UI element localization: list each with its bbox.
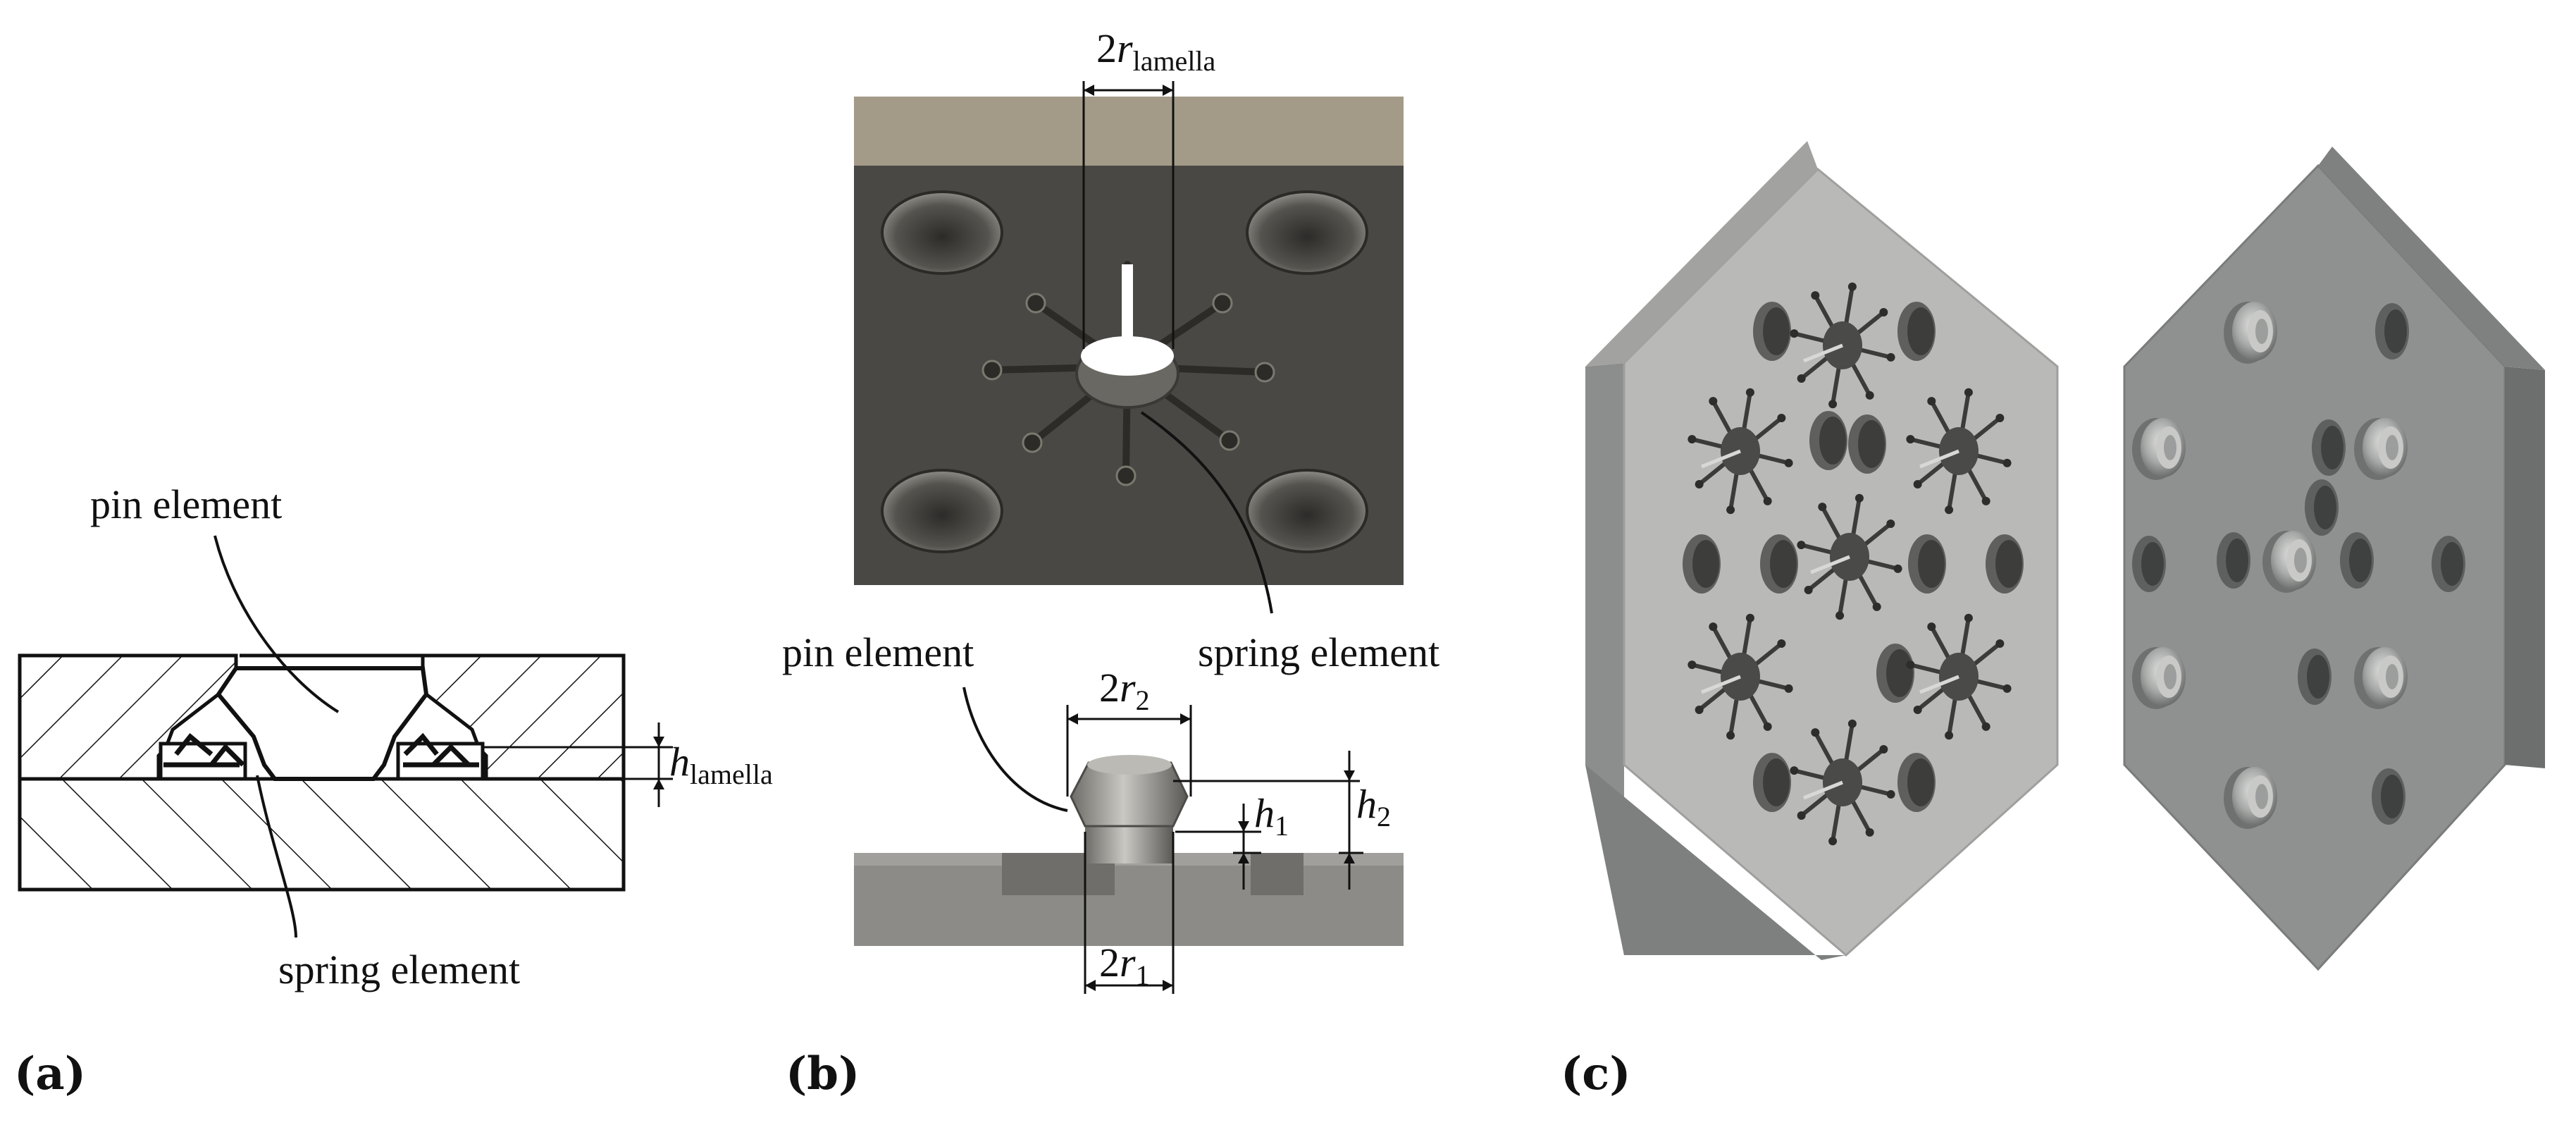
plate-hole-inner [2141, 542, 2164, 586]
r2-arrow-left [1067, 713, 1078, 725]
plate-hole-inner [2314, 486, 2336, 529]
r1-arrow-left [1085, 980, 1096, 991]
center-hole-opening [1081, 336, 1174, 376]
h2-label: h2 [1356, 781, 1391, 832]
plate-hole-inner [1763, 307, 1790, 355]
spring-element-render [1797, 493, 1902, 620]
pin-element-render [2262, 531, 2316, 593]
pin-element-render [2354, 647, 2408, 709]
r2-arrow-right [1180, 713, 1191, 725]
plate-hole-inner [2226, 539, 2248, 582]
plate-hole-inner [1918, 540, 1945, 588]
r2-label: 2r2 [1099, 665, 1150, 716]
spring-leader-line-b [1140, 411, 1273, 614]
hex-plate-left-bottom [1585, 765, 1846, 960]
spring-element-left [163, 733, 245, 768]
h1-label: h1 [1254, 790, 1289, 842]
plate-hole-inner [1907, 307, 1934, 355]
spring-element-render [1790, 719, 1895, 846]
r-lamella-label: 2rlamella [1096, 25, 1216, 77]
panel-c-renders: (c) [1561, 141, 2545, 1100]
pin-element-render [2224, 302, 2277, 364]
h-lamella-subscript: lamella [690, 758, 773, 790]
plate-hole-inner [1858, 420, 1885, 468]
pin-element-render [2132, 418, 2186, 480]
pin-leader-line [213, 535, 340, 713]
spring-leader-line [256, 775, 297, 938]
panel-a-caption: (a) [14, 1047, 86, 1100]
r-lamella-arrow-left [1084, 85, 1094, 96]
plate-hole-inner [2384, 309, 2407, 353]
hex-plate-right-side [2505, 367, 2545, 768]
plate-hole-inner [1995, 540, 2022, 588]
spring-element-render [1906, 388, 2012, 515]
plate-hole-inner [2441, 542, 2463, 586]
base-plate-side [854, 853, 1404, 946]
h-lamella-arrow-up [653, 779, 664, 789]
left-plate-features [1683, 282, 2024, 846]
spring-element-label-a: spring element [278, 947, 520, 992]
plate-hole-inner [2321, 426, 2343, 469]
plate-hole-inner [1819, 417, 1846, 465]
recess-right [1251, 853, 1304, 895]
pin-stem-side [1085, 821, 1173, 863]
h-lamella-arrow-down [653, 737, 664, 747]
h2-arrow-down [1344, 770, 1355, 781]
plate-hole-inner [2381, 775, 2403, 818]
h1-arrow-down [1238, 821, 1249, 832]
plate-hole-inner [1770, 540, 1797, 588]
pin-element-render [2354, 418, 2408, 480]
panel-b-caption: (b) [786, 1047, 860, 1100]
pin-head-top [1087, 755, 1172, 775]
spring-element-render [1688, 388, 1793, 515]
panel-b: 2rlamella spring element pin element 2r2 [782, 25, 1439, 1100]
plate-hole-inner [1692, 540, 1719, 588]
pin-element-label-a: pin element [90, 481, 282, 527]
hex-plate-right-top-edge [2318, 147, 2545, 370]
plate-top-edge [854, 97, 1404, 166]
pin-element-label-b: pin element [782, 629, 974, 675]
lamella-tips [982, 293, 1275, 486]
spring-element-render [1688, 613, 1793, 740]
pin-element-render [2224, 767, 2277, 829]
spring-element-right [403, 732, 479, 768]
plate-hole-inner [1907, 758, 1934, 806]
lower-housing [18, 777, 626, 892]
spring-element-label-b: spring element [1198, 629, 1439, 675]
r1-arrow-right [1163, 980, 1173, 991]
plate-hole-inner [1763, 758, 1790, 806]
plate-hole-inner [2307, 655, 2329, 699]
hex-plate-left-top-edge [1585, 141, 1818, 367]
pin-element-shape [216, 666, 429, 781]
plate-hole-inner [1886, 649, 1913, 697]
panel-c-caption: (c) [1561, 1047, 1631, 1100]
spring-element-render [1906, 613, 2012, 740]
pin-element-render [2132, 647, 2186, 709]
h1-arrow-up [1238, 853, 1249, 863]
right-plate-features [2132, 302, 2465, 829]
h-lamella-symbol: h [669, 739, 690, 785]
panel-a-cross-section: pin element spring element hlamella (a) [14, 481, 773, 1100]
corner-holes [881, 190, 1368, 553]
center-slot [1122, 264, 1133, 342]
r1-label: 2r1 [1099, 940, 1150, 991]
spring-element-render [1790, 282, 1895, 409]
h2-arrow-up [1344, 853, 1355, 863]
r-lamella-arrow-right [1163, 85, 1173, 96]
pin-leader-line-b [962, 687, 1068, 812]
plate-hole-inner [2349, 539, 2372, 582]
h-lamella-label: hlamella [669, 739, 773, 790]
